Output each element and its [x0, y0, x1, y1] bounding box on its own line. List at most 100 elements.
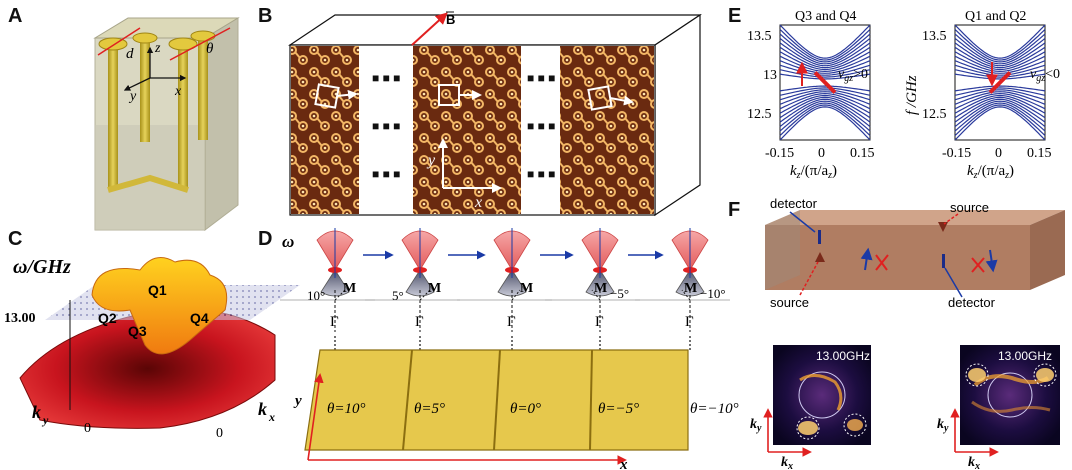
slab-top [930, 210, 1065, 225]
chiral-mode [813, 71, 837, 94]
rotation-angle: 5° [392, 288, 404, 303]
band-curve [954, 55, 1046, 73]
y-axis-label: f /GHz [904, 75, 920, 115]
band-curve [954, 89, 1046, 101]
band-curve [954, 73, 1046, 80]
source-label: source [770, 295, 809, 310]
detector-label: detector [948, 295, 996, 310]
top-pad [168, 37, 198, 51]
band-curve [779, 60, 871, 74]
ellipsis: ■ ■ ■ [527, 71, 555, 85]
pillar [178, 50, 188, 190]
ellipsis: ■ ■ ■ [372, 167, 400, 181]
band-curve [954, 87, 1046, 96]
ky-label: ky [937, 417, 949, 434]
kx-sub: x [268, 410, 275, 424]
label-x: x [619, 457, 628, 470]
lower-cone [320, 269, 350, 297]
band-curve [779, 91, 871, 105]
x-axis-label: kz/(π/az) [790, 163, 837, 181]
q1-label: Q1 [148, 282, 167, 298]
band-curve [779, 33, 871, 63]
intensity-streak [799, 374, 843, 411]
sample-strip [413, 46, 521, 214]
label-x: x [474, 194, 482, 211]
band-curve [954, 104, 1046, 137]
label-y: y [426, 152, 436, 169]
ellipsis: ■ ■ ■ [527, 119, 555, 133]
band-curve [954, 100, 1046, 128]
slab-edge [765, 210, 800, 290]
label-y: y [128, 89, 137, 104]
gamma-label: Γ [595, 314, 604, 330]
band-curve [779, 69, 871, 78]
band-curve [779, 64, 871, 76]
kx-label: k [258, 399, 267, 419]
y-tick: 12.5 [747, 107, 772, 122]
chiral-mode [988, 71, 1012, 94]
frequency-label: 13.00GHz [816, 349, 870, 363]
panel-label-b: B [258, 5, 272, 27]
y-tick: 12.5 [922, 107, 947, 122]
band-curve [954, 106, 1046, 141]
band-curve [954, 98, 1046, 123]
lower-band-surface [19, 308, 276, 429]
band-curve [954, 92, 1046, 110]
source-pointer [799, 261, 819, 296]
x-tick: -0.15 [942, 146, 971, 161]
panel-label-f: F [728, 199, 740, 221]
intensity-hotspot [968, 368, 986, 382]
panel-label-e: E [728, 5, 741, 27]
lower-cone [405, 269, 435, 297]
panel-label-d: D [258, 228, 272, 250]
band-curve [779, 89, 871, 101]
intensity-streak [971, 400, 1051, 413]
intensity-streak [973, 374, 1050, 387]
vgz-right: vgz<0 [1030, 67, 1060, 84]
ky-label: ky [750, 417, 762, 434]
domain-wall [402, 349, 413, 451]
y-tick: 13.5 [747, 29, 772, 44]
ellipsis: ■ ■ ■ [527, 167, 555, 181]
band-curve [779, 85, 871, 92]
label-d: d [126, 46, 134, 62]
isofrequency-circle [987, 372, 1033, 418]
m-label: M [684, 281, 697, 296]
ellipsis: ■ ■ ■ [372, 119, 400, 133]
vgz-left: vgz>0 [838, 67, 868, 84]
ky-zero: 0 [84, 421, 91, 436]
band-curve [779, 51, 871, 71]
x-tick: -0.15 [765, 146, 794, 161]
upper-band-surface [91, 257, 228, 355]
forbidden-cross [971, 257, 985, 273]
unit-square [587, 85, 613, 111]
band-curve [954, 42, 1046, 67]
source-marker [815, 252, 825, 262]
sample-box-top [288, 14, 702, 46]
propagation-arrow [985, 249, 998, 273]
gamma-label: Γ [685, 314, 694, 330]
kx-zero: 0 [216, 426, 223, 441]
gamma-label: Γ [330, 314, 339, 330]
label-x: x [174, 84, 182, 99]
q2-label: Q2 [98, 310, 117, 326]
band-curve [954, 46, 1046, 69]
q3-label: Q3 [128, 323, 147, 339]
panel-a: A d z θ y x [8, 5, 240, 232]
band-curve [954, 60, 1046, 74]
q4-label: Q4 [190, 310, 209, 326]
rotation-angle: −10° [700, 286, 726, 301]
sample-box-side [654, 13, 701, 217]
y-axis [123, 77, 151, 91]
slab-front [930, 225, 1030, 290]
y-tick: 13 [763, 68, 777, 83]
band-curve [954, 33, 1046, 63]
band-curve [779, 94, 871, 114]
band-curve [779, 73, 871, 80]
lower-cone [585, 269, 615, 297]
ky-label: k [32, 402, 41, 422]
band-curve [779, 55, 871, 73]
panel-label-c: C [8, 228, 22, 250]
band-curve [779, 42, 871, 67]
